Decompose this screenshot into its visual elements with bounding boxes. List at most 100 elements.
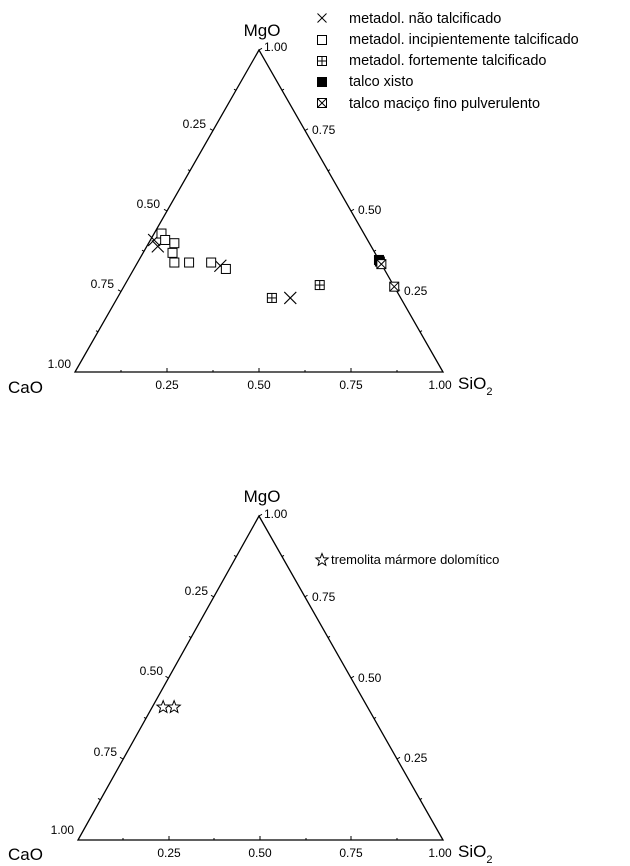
tick-mark — [233, 554, 237, 557]
legend-symbol — [314, 552, 330, 567]
tick-mark — [188, 635, 192, 638]
legend-label: metadol. fortemente talcificado — [349, 53, 546, 69]
legend-symbol — [317, 56, 327, 66]
tick-label-right-0.75: 0.75 — [312, 590, 336, 604]
ternary-1-points — [147, 228, 400, 305]
cross-stroke — [213, 259, 227, 273]
legend-marker-square-x-icon — [317, 98, 327, 108]
vertex-label-sio2: SiO2 — [458, 842, 492, 866]
data-point-square-plus — [314, 280, 325, 291]
tick-mark — [210, 594, 215, 598]
tick-label-right-0.50: 0.50 — [358, 671, 382, 685]
tick-mark — [304, 594, 308, 598]
tick-mark — [165, 675, 169, 679]
tick-mark — [95, 330, 99, 333]
tick-mark — [163, 208, 168, 212]
data-point-square-open — [169, 238, 180, 249]
square-shape — [317, 77, 327, 87]
star-shape — [155, 699, 171, 714]
legend-item: metadol. fortemente talcificado — [317, 53, 546, 69]
data-point-square-x — [376, 259, 387, 270]
data-point-square-open — [167, 247, 178, 258]
legend-item: talco xisto — [317, 74, 413, 90]
square-shape — [317, 35, 327, 45]
tick-label-right-0.25: 0.25 — [404, 284, 428, 298]
square-shape — [160, 234, 171, 245]
vertex-label-sio2: SiO2 — [458, 374, 492, 398]
vertex-label-sio2-subscript: 2 — [486, 854, 492, 866]
tick-label-left-0.75: 0.75 — [94, 745, 118, 759]
legend-label: metadol. não talcificado — [349, 11, 501, 27]
ternary-2-points — [155, 699, 182, 714]
vertex-label-mgo: MgO — [244, 21, 281, 40]
legend-symbol — [317, 98, 327, 108]
vertex-label-sio2-base: SiO — [458, 842, 486, 861]
tick-mark — [396, 756, 401, 760]
tick-label-right-1.00: 1.00 — [264, 507, 288, 521]
tick-label-bottom-0.50: 0.50 — [248, 846, 272, 860]
legend-symbol — [317, 35, 327, 45]
tick-mark — [233, 88, 237, 91]
square-shape — [169, 257, 180, 268]
tick-label-bottom-0.75: 0.75 — [339, 378, 363, 392]
tick-label-bottom-1.00: 1.00 — [428, 846, 452, 860]
tick-label-bottom-0.25: 0.25 — [157, 846, 181, 860]
vertex-label-cao: CaO — [8, 845, 43, 864]
tick-mark — [373, 249, 377, 252]
square-shape — [169, 238, 180, 249]
data-point-square-open — [206, 257, 217, 268]
legend-label: talco maciço fino pulverulento — [349, 96, 540, 112]
ternary-chart-2: 0.25 0.50 0.75 1.00 1.00 0.75 0.50 0.25 … — [8, 487, 499, 866]
legend-label: talco xisto — [349, 74, 413, 90]
tick-label-right-0.50: 0.50 — [358, 203, 382, 217]
tick-mark — [281, 88, 285, 91]
legend-marker-star-icon — [314, 552, 330, 567]
legend-label: tremolita mármore dolomítico — [331, 552, 499, 567]
tick-mark — [119, 756, 124, 760]
data-point-square-plus — [266, 292, 277, 303]
star-shape — [166, 699, 182, 714]
legend-item: talco maciço fino pulverulento — [317, 96, 540, 112]
tick-label-right-0.75: 0.75 — [312, 123, 336, 137]
vertex-label-mgo: MgO — [244, 487, 281, 506]
cross-stroke — [317, 13, 327, 23]
tick-label-left-1.00: 1.00 — [51, 823, 75, 837]
data-point-cross — [283, 291, 297, 305]
tick-label-left-0.25: 0.25 — [185, 584, 209, 598]
square-shape — [167, 247, 178, 258]
tick-mark — [373, 716, 377, 719]
x-stroke — [389, 281, 400, 292]
tick-mark — [327, 169, 331, 172]
data-point-square-open — [160, 234, 171, 245]
data-point-star — [155, 699, 171, 714]
tick-label-left-0.75: 0.75 — [91, 277, 115, 291]
tick-mark — [209, 128, 214, 131]
legend-marker-square-filled-icon — [317, 77, 327, 87]
tick-mark — [187, 169, 191, 172]
data-point-square-open — [169, 257, 180, 268]
tick-label-bottom-0.50: 0.50 — [247, 378, 271, 392]
legend-marker-cross-icon — [317, 13, 327, 23]
data-point-star — [166, 699, 182, 714]
x-stroke — [317, 98, 327, 108]
tick-mark — [97, 797, 101, 800]
star-shape — [314, 552, 330, 567]
tick-label-left-0.25: 0.25 — [183, 117, 207, 131]
tick-mark — [419, 797, 423, 800]
tick-label-left-1.00: 1.00 — [48, 357, 72, 371]
vertex-label-sio2-base: SiO — [458, 374, 486, 393]
vertex-label-cao: CaO — [8, 378, 43, 397]
data-point-square-x — [389, 281, 400, 292]
ternary-2-tick-marks — [97, 513, 423, 840]
tick-mark — [327, 635, 331, 638]
tick-mark — [141, 249, 145, 252]
tick-label-bottom-0.25: 0.25 — [155, 378, 179, 392]
square-shape — [220, 263, 231, 274]
tick-mark — [350, 675, 355, 679]
ternary-chart-1: 0.25 0.50 0.75 1.00 1.00 0.75 0.50 0.25 … — [8, 11, 579, 398]
legend-item: tremolita mármore dolomítico — [314, 552, 499, 567]
ternary-1-legend: metadol. não talcificado metadol. incipi… — [317, 11, 579, 112]
legend-marker-square-open-icon — [317, 35, 327, 45]
square-shape — [206, 257, 217, 268]
